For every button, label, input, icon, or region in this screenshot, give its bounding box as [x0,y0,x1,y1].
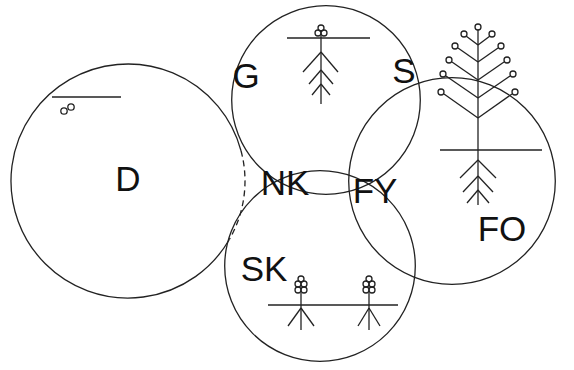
circle-g: G [231,5,421,195]
set-letter: SK [241,251,288,286]
young-plants-icon [268,276,398,330]
seed-icon [52,97,121,114]
circle-outline [231,5,421,195]
overlap-label: NK [261,165,310,200]
seedling-icon [287,25,370,104]
set-letter: G [232,58,259,93]
set-letter: FO [478,211,527,246]
circle-d: D [11,64,245,298]
overlap-label: S [392,53,415,88]
set-letter: D [115,161,140,196]
overlap-label: FY [353,173,398,208]
mature-plant-icon [438,24,542,205]
